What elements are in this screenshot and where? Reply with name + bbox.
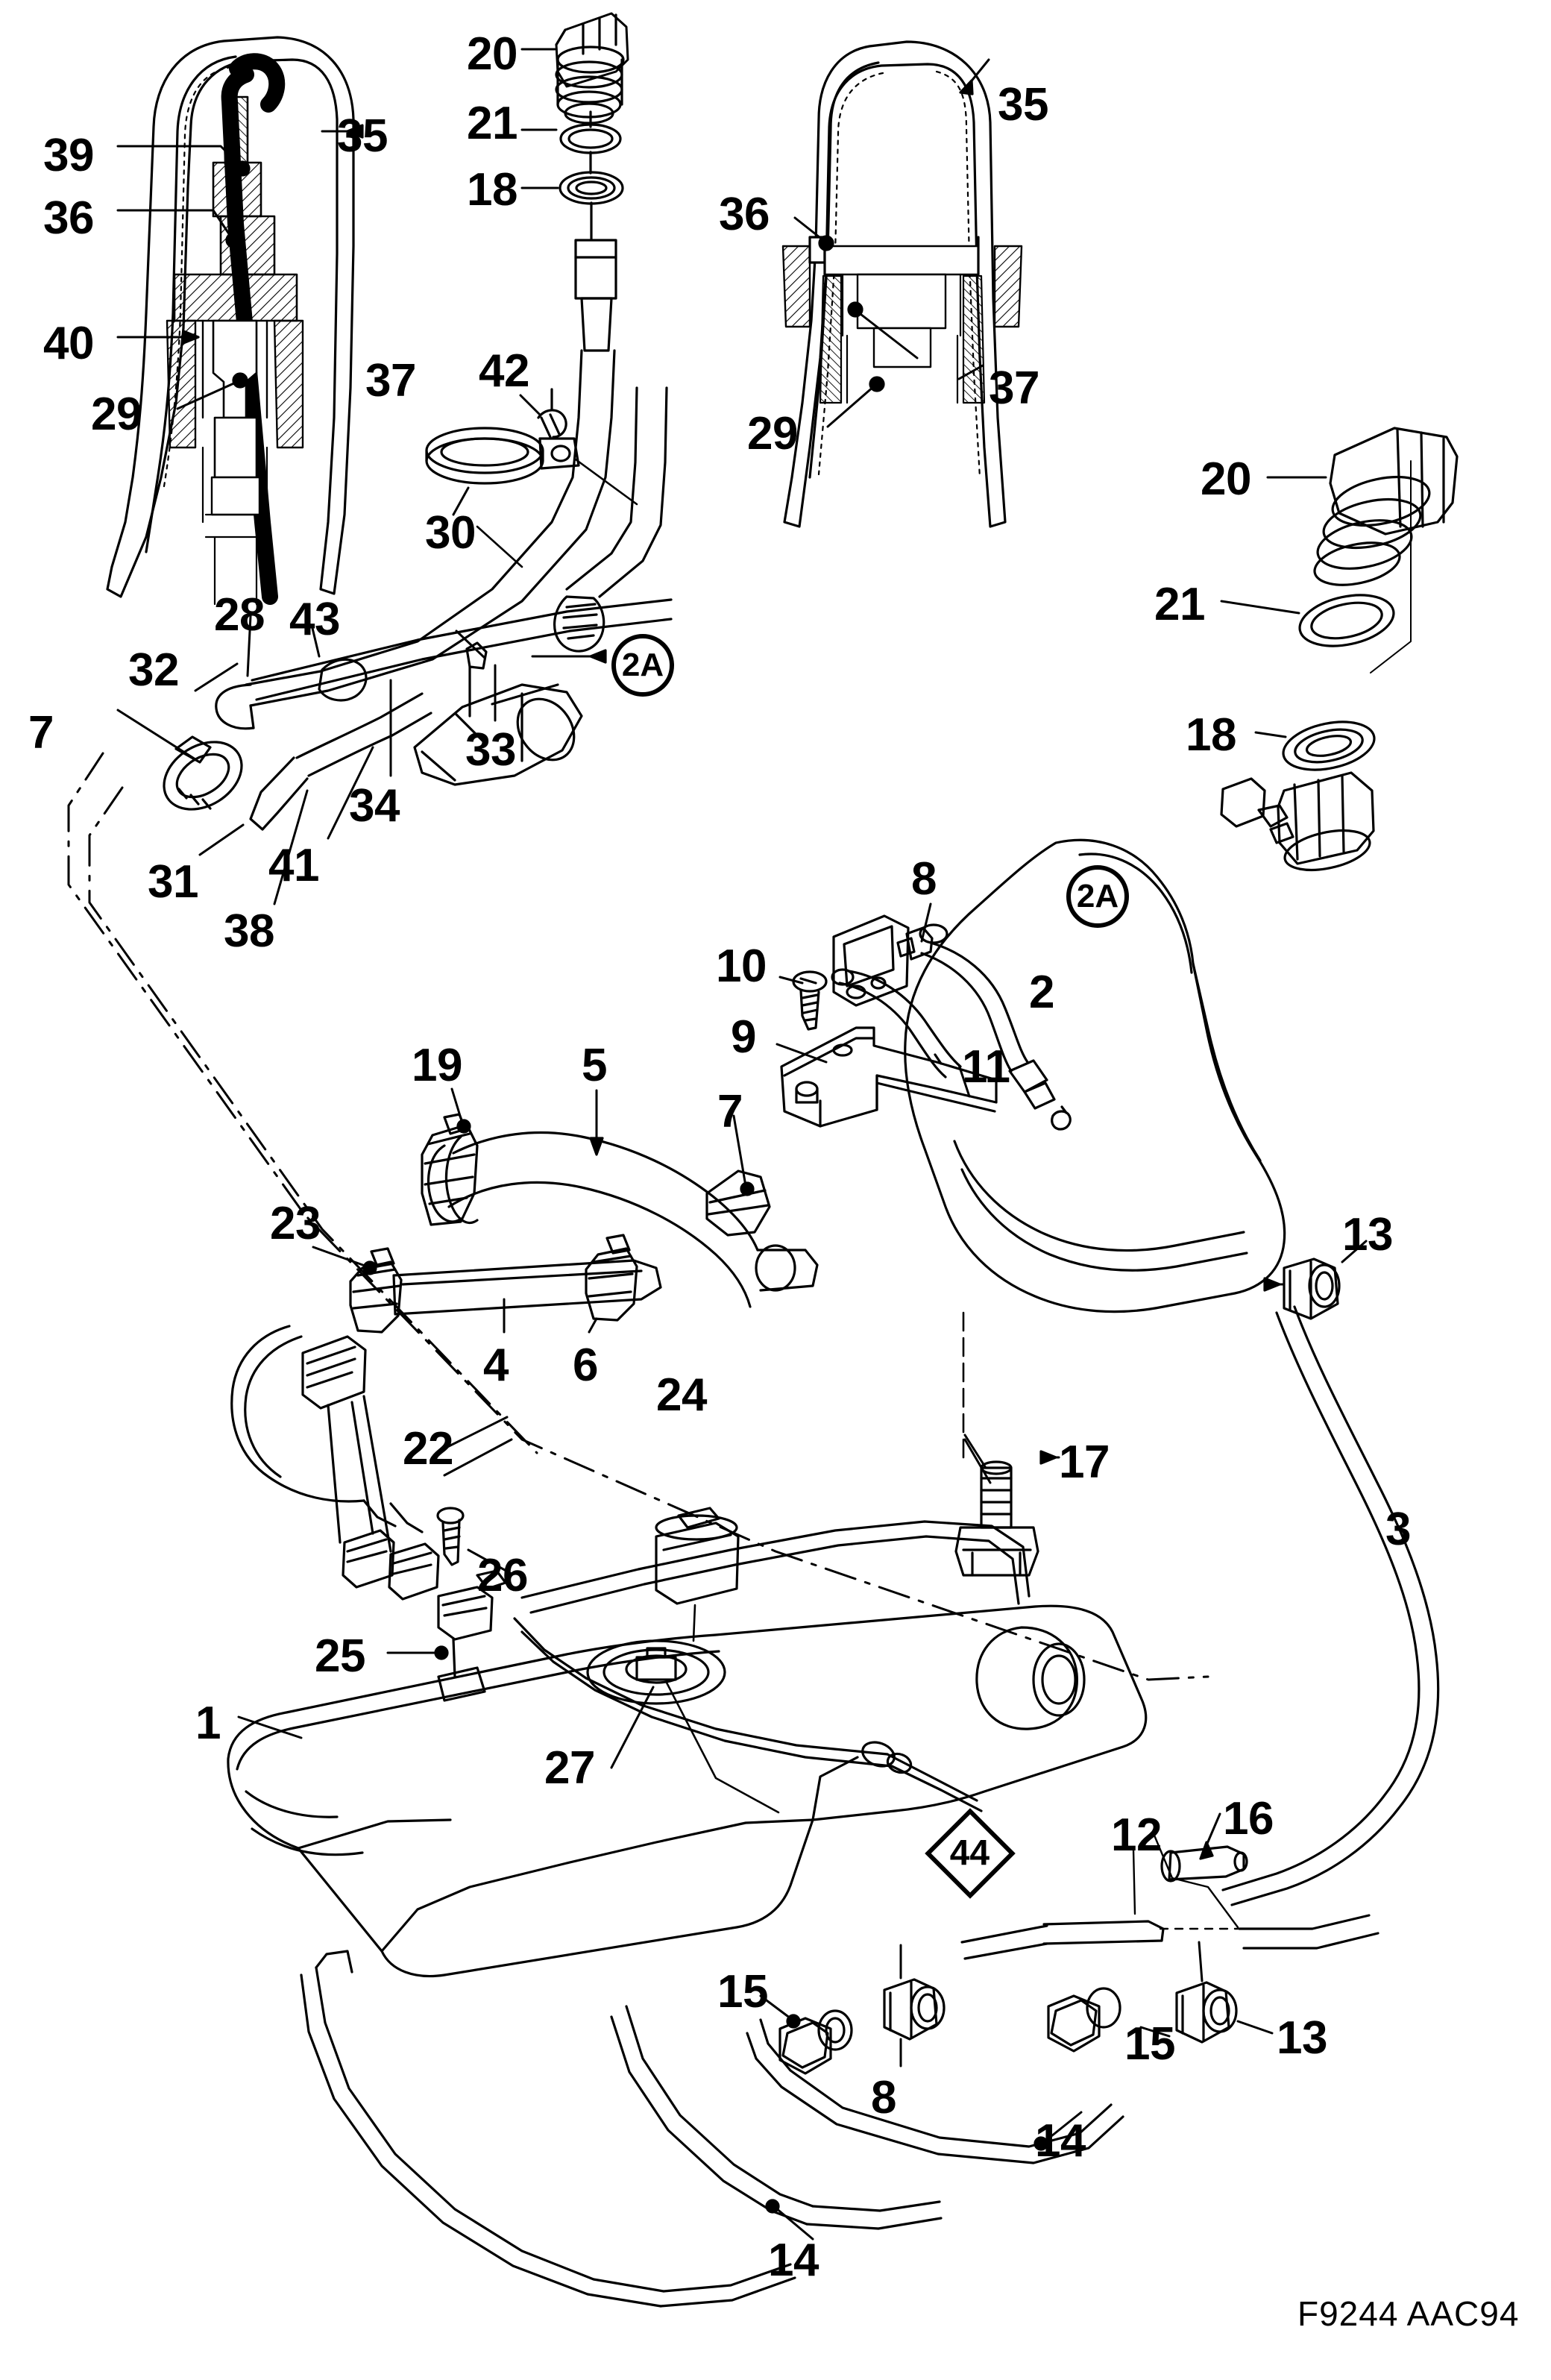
callout-18: 18 bbox=[467, 164, 517, 216]
callout-17: 17 bbox=[1059, 1437, 1110, 1488]
callout-2: 2 bbox=[1029, 967, 1054, 1018]
callout-34: 34 bbox=[349, 780, 400, 832]
assembly-bottom-lines bbox=[300, 1812, 1379, 2308]
callout-26: 26 bbox=[477, 1550, 528, 1601]
callout-13: 13 bbox=[1342, 1209, 1393, 1260]
callout-7: 7 bbox=[717, 1086, 743, 1137]
assembly-sender-bracket bbox=[776, 902, 1056, 1128]
callout-18: 18 bbox=[1186, 709, 1236, 761]
section-badge-44-label: 44 bbox=[950, 1833, 990, 1874]
section-badge-2a-1: 2A bbox=[1066, 865, 1129, 928]
callout-37: 37 bbox=[989, 362, 1039, 414]
callout-40: 40 bbox=[43, 318, 94, 369]
assembly-right-fittings bbox=[904, 777, 1440, 1906]
assembly-filler-hoses bbox=[312, 1087, 819, 1334]
detail-filler-cap-section-right bbox=[781, 40, 1023, 528]
callout-41: 41 bbox=[268, 840, 319, 891]
assembly-filler-pipe bbox=[116, 349, 673, 905]
callout-5: 5 bbox=[582, 1040, 607, 1091]
callout-36: 36 bbox=[719, 189, 770, 240]
callout-16: 16 bbox=[1223, 1793, 1274, 1844]
callout-11: 11 bbox=[962, 1041, 1010, 1093]
assembly-fuel-tank bbox=[227, 1325, 1148, 1978]
detail-filler-cap-section-left bbox=[106, 36, 364, 606]
callout-37: 37 bbox=[365, 355, 416, 406]
callout-24: 24 bbox=[656, 1369, 707, 1421]
callout-32: 32 bbox=[128, 644, 179, 696]
callout-9: 9 bbox=[731, 1011, 756, 1063]
callout-42: 42 bbox=[479, 345, 529, 397]
callout-29: 29 bbox=[747, 408, 798, 459]
callout-28: 28 bbox=[214, 589, 265, 641]
callout-43: 43 bbox=[289, 594, 340, 645]
callout-23: 23 bbox=[270, 1198, 321, 1249]
drawing-code: F9244 AAC94 bbox=[1297, 2294, 1520, 2333]
callout-21: 21 bbox=[1154, 579, 1205, 630]
part-clamp-30 bbox=[425, 388, 580, 485]
callout-3: 3 bbox=[1385, 1504, 1411, 1555]
callout-35: 35 bbox=[998, 79, 1048, 131]
callout-1: 1 bbox=[195, 1698, 221, 1749]
callout-7: 7 bbox=[28, 707, 54, 759]
callout-13: 13 bbox=[1277, 2012, 1327, 2064]
callout-38: 38 bbox=[224, 905, 274, 957]
callout-10: 10 bbox=[716, 941, 767, 992]
callout-20: 20 bbox=[1201, 453, 1251, 505]
callout-6: 6 bbox=[573, 1340, 598, 1391]
callout-22: 22 bbox=[403, 1423, 453, 1475]
callout-27: 27 bbox=[544, 1742, 595, 1794]
callout-15: 15 bbox=[1124, 2018, 1175, 2070]
callout-14: 14 bbox=[768, 2235, 819, 2286]
callout-8: 8 bbox=[871, 2072, 896, 2123]
callout-35: 35 bbox=[337, 110, 388, 162]
detail-fuel-cap-stack bbox=[520, 12, 629, 352]
callout-15: 15 bbox=[717, 1966, 768, 2018]
callout-33: 33 bbox=[465, 724, 516, 776]
callout-19: 19 bbox=[412, 1040, 462, 1091]
callout-36: 36 bbox=[43, 192, 94, 244]
callout-25: 25 bbox=[315, 1630, 365, 1682]
callout-4: 4 bbox=[483, 1340, 509, 1391]
callout-31: 31 bbox=[148, 856, 198, 908]
callout-12: 12 bbox=[1111, 1809, 1162, 1861]
callout-29: 29 bbox=[91, 389, 142, 440]
callout-39: 39 bbox=[43, 130, 94, 181]
callout-14: 14 bbox=[1035, 2115, 1086, 2167]
callout-20: 20 bbox=[467, 28, 517, 80]
detail-right-fuel-cap bbox=[1220, 427, 1459, 871]
section-badge-2a-0: 2A bbox=[611, 634, 674, 697]
callout-8: 8 bbox=[911, 853, 937, 905]
callout-30: 30 bbox=[425, 507, 476, 559]
callout-21: 21 bbox=[467, 98, 517, 149]
